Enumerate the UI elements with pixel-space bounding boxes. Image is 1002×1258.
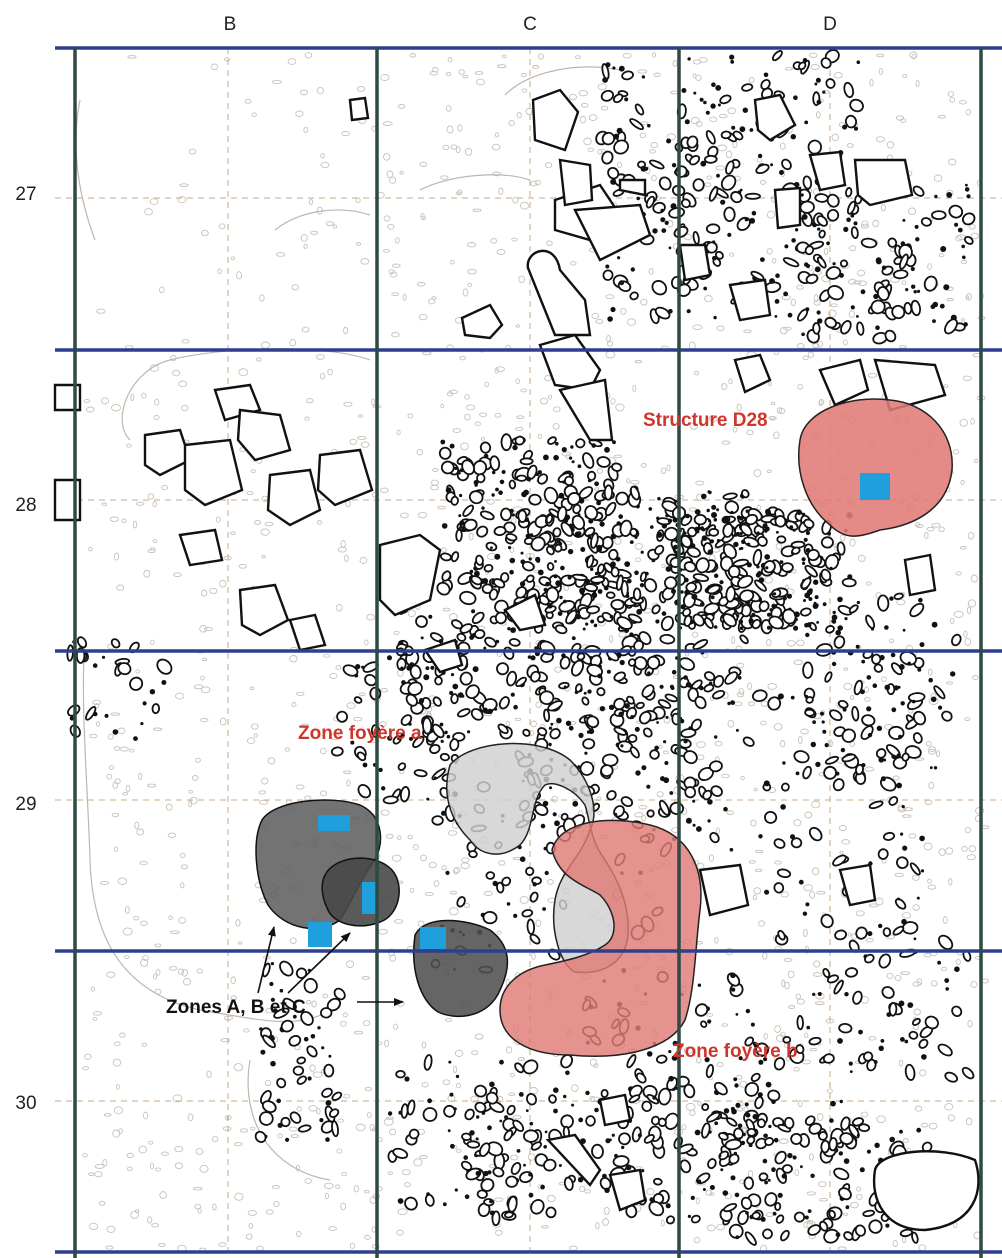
column-label-d: D: [823, 14, 837, 35]
label-zone-foyere-a: Zone foyère a: [298, 723, 422, 744]
arrow-to-zone-b: [287, 932, 351, 994]
label-zones-abc: Zones A, B et C: [166, 997, 306, 1018]
annotation-arrows: [257, 926, 404, 1006]
row-label-28: 28: [15, 495, 36, 516]
row-labels: 27 28 29 30: [15, 184, 36, 1114]
label-zone-foyere-b: Zone foyère b: [673, 1041, 798, 1062]
marker-structure-d28: [860, 473, 890, 500]
annotation-labels: Structure D28 Zone foyère a Zone foyère …: [166, 410, 798, 1062]
column-label-b: B: [224, 14, 237, 35]
zone-b-area: [321, 857, 400, 927]
column-labels: B C D: [224, 14, 837, 35]
sample-markers: [308, 473, 890, 949]
marker-zone-a: [318, 815, 350, 831]
marker-zone-c: [420, 927, 446, 949]
excavation-boundary-outlines: [75, 66, 621, 1181]
row-label-29: 29: [15, 794, 36, 815]
row-label-27: 27: [15, 184, 36, 205]
marker-zone-a-lower: [308, 922, 332, 947]
row-label-30: 30: [15, 1093, 36, 1114]
marker-zone-b: [362, 882, 378, 914]
main-grid: [55, 46, 1002, 1258]
arrow-to-zone-a: [257, 926, 276, 994]
column-label-c: C: [523, 14, 537, 35]
label-structure-d28: Structure D28: [643, 410, 768, 431]
structure-d28-area: [798, 398, 953, 537]
archaeological-zones: [255, 398, 953, 1057]
large-stones: [53, 88, 980, 1232]
